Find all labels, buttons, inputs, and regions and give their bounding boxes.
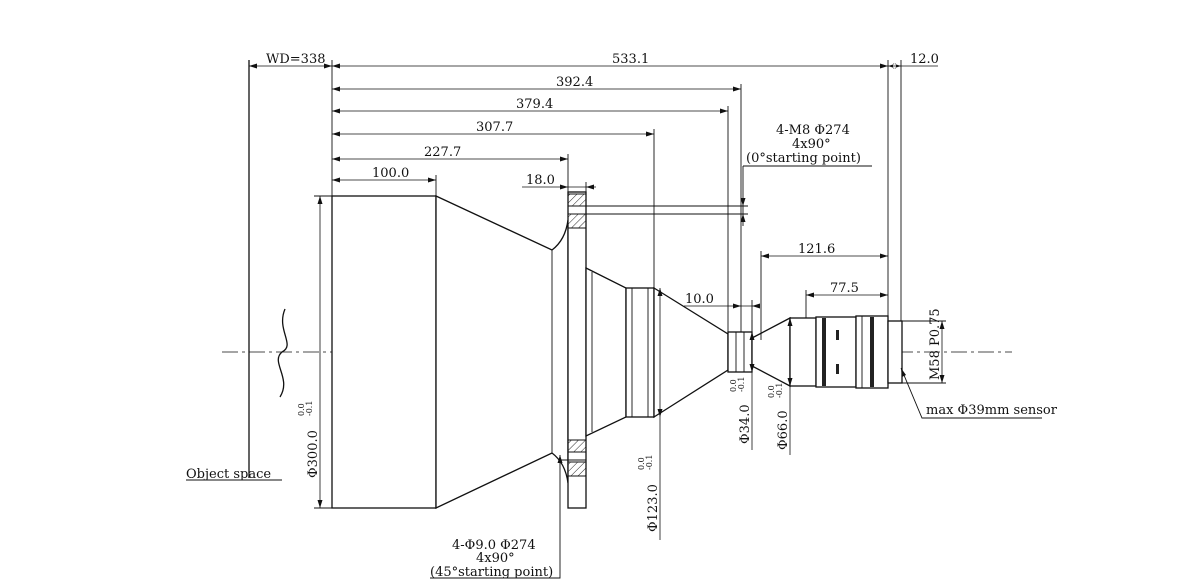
holes-bottom-line3: (45°starting point) bbox=[430, 565, 553, 580]
dia-34-tol-lower: -0.1 bbox=[737, 377, 746, 392]
sensor-leader bbox=[900, 367, 1042, 419]
dia-300-label: Φ300.0 bbox=[306, 430, 321, 478]
dia-123-tol-lower: -0.1 bbox=[645, 455, 654, 470]
section-123 bbox=[625, 287, 655, 418]
bottom-holes-leader bbox=[430, 455, 561, 579]
dia-66-tol-lower: -0.1 bbox=[775, 383, 784, 398]
len-392-label: 392.4 bbox=[556, 75, 593, 90]
thread-mount-label: M58 P0.75 bbox=[928, 308, 943, 380]
dia-34-tol-upper: 0.0 bbox=[729, 379, 738, 392]
mounting-flange bbox=[567, 191, 587, 509]
flange-hole-top bbox=[567, 193, 587, 207]
ring-marker-2 bbox=[836, 330, 839, 340]
rear-mount bbox=[887, 320, 903, 384]
len-121-label: 121.6 bbox=[798, 242, 835, 257]
ring-marker bbox=[822, 318, 826, 386]
holes-top-line1: 4-M8 Φ274 bbox=[776, 123, 850, 138]
len-227-label: 227.7 bbox=[424, 145, 461, 160]
dia-66-tol-upper: 0.0 bbox=[767, 385, 776, 398]
flange-hole-top-2 bbox=[567, 213, 587, 229]
len-10-label: 10.0 bbox=[685, 292, 714, 307]
vertical-dimensions bbox=[314, 165, 946, 540]
sensor-label: max Φ39mm sensor bbox=[926, 403, 1058, 418]
dia-300-tol-lower: -0.1 bbox=[305, 401, 314, 416]
section-66 bbox=[789, 317, 817, 387]
wd-label: WD=338 bbox=[266, 52, 326, 67]
ring-marker-3 bbox=[836, 364, 839, 374]
len-100-label: 100.0 bbox=[372, 166, 409, 181]
dia-66-label: Φ66.0 bbox=[776, 410, 791, 450]
flange-hole-bottom bbox=[567, 439, 587, 453]
total-length-label: 533.1 bbox=[612, 52, 649, 67]
rear-cone bbox=[653, 286, 729, 419]
ring-marker-4 bbox=[870, 317, 874, 387]
front-barrel bbox=[331, 195, 437, 509]
adapter-cone bbox=[751, 316, 791, 388]
dia-123-tol-upper: 0.0 bbox=[637, 457, 646, 470]
rear-offset-label: 12.0 bbox=[910, 52, 939, 67]
len-307-label: 307.7 bbox=[476, 120, 513, 135]
bottom-holes-leader-arrow bbox=[557, 455, 563, 463]
object-space-label: Object space bbox=[186, 467, 271, 482]
holes-top-line2: 4x90° bbox=[792, 137, 831, 152]
holes-bottom-line1: 4-Φ9.0 Φ274 bbox=[452, 538, 536, 553]
horizontal-dimensions bbox=[249, 60, 938, 340]
holes-top-line3: (0°starting point) bbox=[746, 151, 861, 166]
axis-break-mark bbox=[277, 308, 288, 398]
sensor-leader-arrow bbox=[901, 368, 906, 377]
dia-300-tol-upper: 0.0 bbox=[297, 403, 306, 416]
len-77-label: 77.5 bbox=[830, 281, 859, 296]
len-379-label: 379.4 bbox=[516, 97, 553, 112]
front-cone bbox=[435, 194, 569, 510]
dia-123-label: Φ123.0 bbox=[646, 484, 661, 532]
dia-34-label: Φ34.0 bbox=[738, 404, 753, 444]
flange-hole-bottom-2 bbox=[567, 461, 587, 477]
flange-width-label: 18.0 bbox=[526, 173, 555, 188]
section-34 bbox=[727, 331, 753, 373]
holes-bottom-line2: 4x90° bbox=[476, 551, 515, 566]
